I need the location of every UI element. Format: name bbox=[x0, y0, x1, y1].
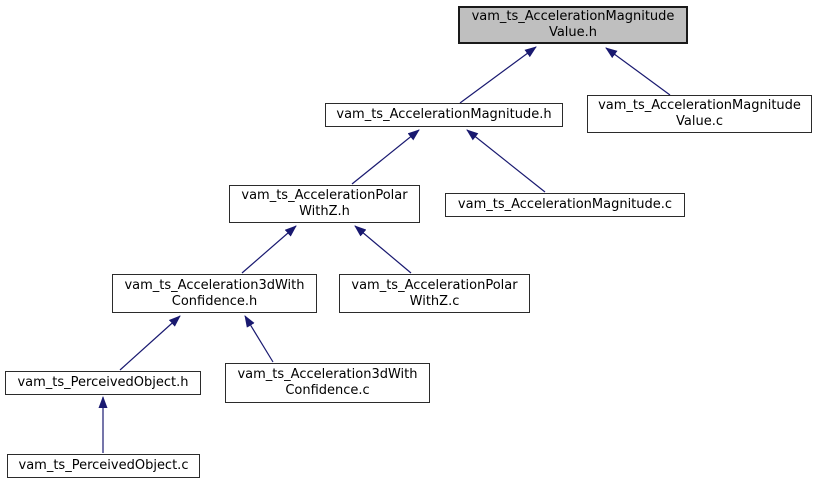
node-label-line: Confidence.h bbox=[171, 293, 258, 309]
node-label-line: vam_ts_AccelerationMagnitude.h bbox=[336, 107, 552, 122]
node-label-line: vam_ts_AccelerationMagnitude bbox=[471, 9, 675, 24]
node-vam-ts-acceleration-magnitude-h[interactable]: vam_ts_AccelerationMagnitude.h bbox=[325, 103, 563, 127]
node-label-line: Value.h bbox=[548, 25, 598, 40]
node-vam-ts-acceleration-magnitude-value-h[interactable]: vam_ts_AccelerationMagnitude Value.h bbox=[458, 6, 688, 44]
node-vam-ts-acceleration-3d-with-confidence-h[interactable]: vam_ts_Acceleration3dWith Confidence.h bbox=[112, 274, 317, 313]
node-vam-ts-perceived-object-h[interactable]: vam_ts_PerceivedObject.h bbox=[5, 371, 201, 395]
node-label-line: vam_ts_Acceleration3dWith bbox=[237, 367, 418, 382]
node-vam-ts-acceleration-3d-with-confidence-c[interactable]: vam_ts_Acceleration3dWith Confidence.c bbox=[225, 363, 430, 403]
node-vam-ts-acceleration-polar-with-z-h[interactable]: vam_ts_AccelerationPolar WithZ.h bbox=[229, 185, 420, 223]
node-vam-ts-acceleration-magnitude-c[interactable]: vam_ts_AccelerationMagnitude.c bbox=[445, 193, 685, 217]
node-label-line: vam_ts_AccelerationMagnitude.c bbox=[457, 197, 673, 212]
node-vam-ts-acceleration-polar-with-z-c[interactable]: vam_ts_AccelerationPolar WithZ.c bbox=[339, 274, 530, 313]
node-label-line: vam_ts_AccelerationPolar bbox=[241, 188, 408, 203]
node-vam-ts-perceived-object-c[interactable]: vam_ts_PerceivedObject.c bbox=[7, 454, 200, 478]
node-label-line: WithZ.c bbox=[409, 293, 460, 309]
node-label-line: vam_ts_PerceivedObject.h bbox=[17, 375, 189, 390]
node-label-line: Confidence.c bbox=[285, 383, 370, 398]
node-vam-ts-acceleration-magnitude-value-c[interactable]: vam_ts_AccelerationMagnitude Value.c bbox=[587, 95, 812, 133]
node-label-line: vam_ts_AccelerationMagnitude bbox=[598, 98, 801, 113]
node-label-line: vam_ts_AccelerationPolar bbox=[351, 277, 518, 293]
node-label-line: WithZ.h bbox=[299, 204, 350, 219]
node-label-line: vam_ts_PerceivedObject.c bbox=[18, 458, 189, 473]
node-label-line: vam_ts_Acceleration3dWith bbox=[124, 277, 305, 293]
node-label-line: Value.c bbox=[676, 114, 723, 129]
